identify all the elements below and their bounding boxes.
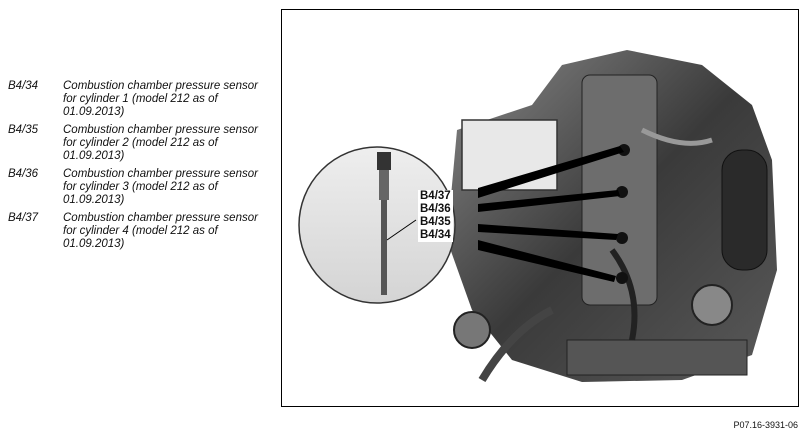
legend-description: Combustion chamber pressure sensor for c… [63,80,258,118]
callout-label: B4/35 [420,216,451,228]
legend-description: Combustion chamber pressure sensor for c… [63,168,258,206]
legend-code: B4/34 [8,80,39,92]
legend-item: B4/36 Combustion chamber pressure sensor… [8,168,276,207]
detail-circle [298,146,456,304]
legend-item: B4/34 Combustion chamber pressure sensor… [8,80,276,119]
engine-block [447,50,777,383]
engine-figure: B4/37 B4/36 B4/35 B4/34 [281,9,799,407]
legend-description: Combustion chamber pressure sensor for c… [63,212,258,250]
legend-code: B4/37 [8,212,39,224]
legend-code: B4/35 [8,124,39,136]
legend-code: B4/36 [8,168,39,180]
legend-list: B4/34 Combustion chamber pressure sensor… [8,80,276,256]
legend-description: Combustion chamber pressure sensor for c… [63,124,258,162]
engine-illustration [298,50,777,383]
leader-lines [478,146,624,282]
callout-labels: B4/37 B4/36 B4/35 B4/34 [418,190,453,242]
figure-id: P07.16-3931-06 [733,420,798,430]
callout-label: B4/34 [420,229,451,241]
callout-label: B4/36 [420,203,451,215]
legend-item: B4/37 Combustion chamber pressure sensor… [8,212,276,251]
callout-label: B4/37 [420,190,451,202]
legend-item: B4/35 Combustion chamber pressure sensor… [8,124,276,163]
